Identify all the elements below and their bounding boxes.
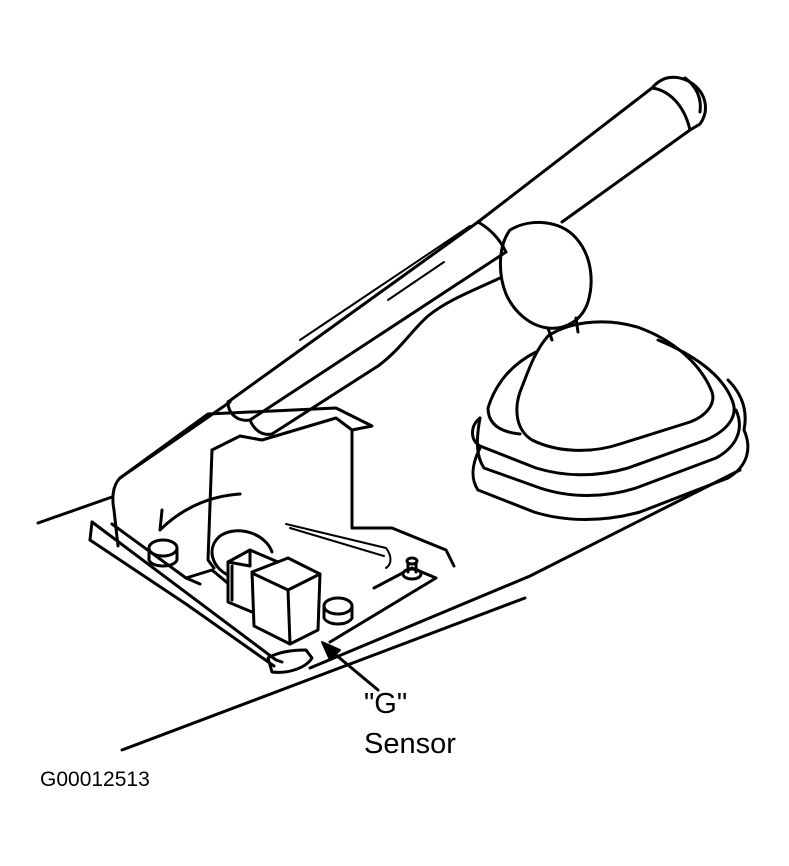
callout-label-line2: Sensor xyxy=(364,728,456,760)
brake-lever-base xyxy=(111,400,456,570)
shift-boot xyxy=(471,320,750,521)
callout-label-line1: "G" xyxy=(364,688,408,720)
floor-lines xyxy=(36,468,742,752)
g-sensor xyxy=(226,548,322,646)
mounting-bolt-right xyxy=(322,596,354,626)
sensor-wire-harness xyxy=(210,523,392,576)
parking-brake-lever xyxy=(226,75,707,436)
mounting-bolt-left xyxy=(147,538,179,568)
callout-arrow xyxy=(321,641,380,692)
shift-knob xyxy=(498,220,593,342)
sensor-mounting-plate xyxy=(88,520,438,674)
mounting-stud xyxy=(401,556,423,581)
figure-id: G00012513 xyxy=(40,768,150,791)
